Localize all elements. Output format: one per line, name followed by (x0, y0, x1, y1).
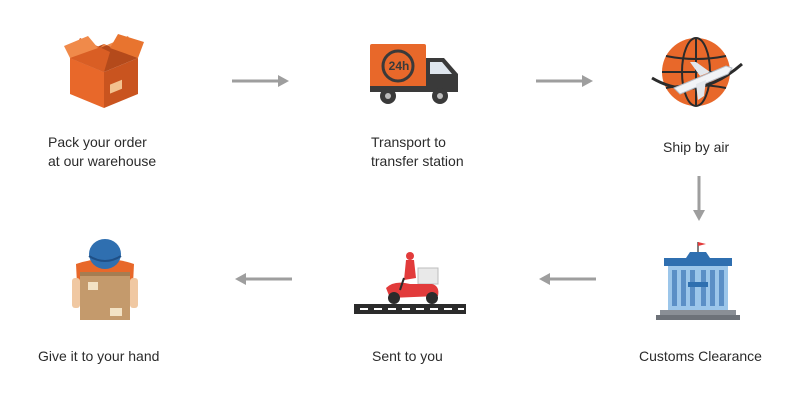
arrow-right-1 (232, 75, 289, 87)
label-line: Sent to you (372, 348, 443, 364)
package-box-icon (64, 34, 144, 108)
label-line: Transport to (371, 134, 446, 150)
label-line: at our warehouse (48, 153, 157, 169)
arrow-right-2 (536, 75, 593, 87)
step-hand-label: Give it to your hand (38, 347, 159, 366)
airplane-globe-icon (651, 37, 743, 107)
label-line: Ship by air (663, 139, 730, 155)
step-pack-label: Pack your order at our warehouse (48, 133, 156, 171)
delivery-truck-icon (370, 44, 458, 104)
label-line: Pack your order (48, 134, 147, 150)
label-line: Customs Clearance (639, 348, 762, 364)
arrow-down (693, 176, 705, 221)
arrow-left-2 (235, 273, 292, 285)
customs-building-icon (656, 242, 740, 320)
courier-with-package-icon (72, 239, 138, 320)
delivery-scooter-icon (354, 252, 466, 314)
truck-24h-badge: 24h (388, 59, 410, 73)
arrow-left-1 (539, 273, 596, 285)
step-transport-label: Transport to transfer station (371, 133, 464, 171)
step-customs-label: Customs Clearance (639, 347, 762, 366)
label-line: Give it to your hand (38, 348, 160, 364)
label-line: transfer station (371, 153, 464, 169)
step-air-label: Ship by air (663, 138, 729, 157)
step-sent-label: Sent to you (372, 347, 443, 366)
